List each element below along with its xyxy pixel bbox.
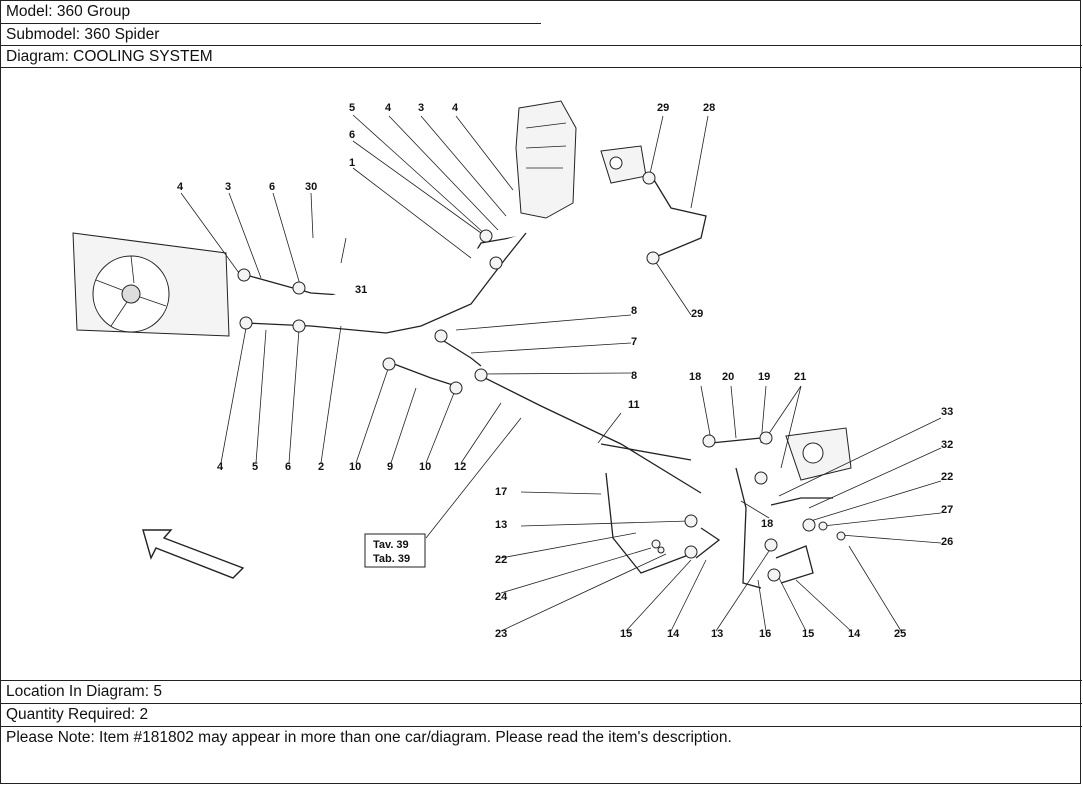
callout-number: 24 xyxy=(495,591,508,603)
callout-number: 8 xyxy=(631,370,637,382)
callout-numbers: 5 4 3 4 6 1 29 28 4 3 6 30 31 8 7 8 29 1… xyxy=(177,102,953,640)
callout-number: 10 xyxy=(419,461,431,473)
callout-number: 12 xyxy=(454,461,466,473)
callout-number: 4 xyxy=(177,181,184,193)
callout-number: 25 xyxy=(894,628,906,640)
cooling-system-diagram: Tav. 39 Tab. 39 5 4 3 4 6 1 29 28 4 3 6 … xyxy=(72,100,953,640)
callout-number: 6 xyxy=(285,461,291,473)
callout-number: 11 xyxy=(628,399,640,411)
callout-number: 18 xyxy=(689,371,701,383)
callout-number: 22 xyxy=(495,554,507,566)
callout-number: 28 xyxy=(703,102,715,114)
callout-number: 9 xyxy=(387,461,393,473)
callout-number: 29 xyxy=(657,102,669,114)
thermostat-valve-illustration xyxy=(600,145,647,184)
callout-number: 20 xyxy=(722,371,734,383)
diagram-area: Tav. 39 Tab. 39 5 4 3 4 6 1 29 28 4 3 6 … xyxy=(1,68,1082,681)
callout-number: 7 xyxy=(631,336,637,348)
radiator-illustration xyxy=(72,232,230,337)
hose-network xyxy=(245,174,833,589)
direction-arrow xyxy=(142,529,245,579)
callout-number: 4 xyxy=(385,102,392,114)
location-row: Location In Diagram: 5 xyxy=(1,681,1082,704)
callout-number: 15 xyxy=(802,628,814,640)
callout-number: 32 xyxy=(941,439,953,451)
callout-number: 13 xyxy=(495,519,507,531)
callout-number: 5 xyxy=(252,461,258,473)
reference-box-line2: Tab. 39 xyxy=(373,553,410,565)
callout-number: 2 xyxy=(318,461,324,473)
callout-number: 21 xyxy=(794,371,806,383)
callout-number: 13 xyxy=(711,628,723,640)
callout-number: 17 xyxy=(495,486,507,498)
callout-number: 19 xyxy=(758,371,770,383)
callout-number: 15 xyxy=(620,628,632,640)
callout-number: 5 xyxy=(349,102,355,114)
engine-block-illustration xyxy=(515,100,577,219)
callout-number: 3 xyxy=(225,181,231,193)
callout-number: 26 xyxy=(941,536,953,548)
note-row: Please Note: Item #181802 may appear in … xyxy=(6,729,732,746)
hose-clamps xyxy=(237,171,846,582)
quantity-row: Quantity Required: 2 xyxy=(1,704,1082,727)
model-row-divider xyxy=(1,23,541,24)
callout-number: 6 xyxy=(349,129,355,141)
callout-number: 29 xyxy=(691,308,703,320)
callout-number: 14 xyxy=(848,628,861,640)
callout-number: 6 xyxy=(269,181,275,193)
callout-number: 16 xyxy=(759,628,771,640)
callout-number: 31 xyxy=(355,284,367,296)
callout-number: 14 xyxy=(667,628,680,640)
diagram-title-row: Diagram: COOLING SYSTEM xyxy=(1,46,1082,68)
pump-housing-illustration xyxy=(785,427,852,481)
model-row: Model: 360 Group xyxy=(6,3,131,20)
callout-number: 3 xyxy=(418,102,424,114)
submodel-row: Submodel: 360 Spider xyxy=(1,24,1082,46)
reference-box-line1: Tav. 39 xyxy=(373,539,409,551)
callout-number: 33 xyxy=(941,406,953,418)
callout-number: 18 xyxy=(761,518,773,530)
callout-number: 1 xyxy=(349,157,355,169)
reference-box: Tav. 39 Tab. 39 xyxy=(364,533,426,568)
callout-number: 8 xyxy=(631,305,637,317)
callout-number: 27 xyxy=(941,504,953,516)
callout-number: 22 xyxy=(941,471,953,483)
callout-number: 10 xyxy=(349,461,361,473)
callout-number: 23 xyxy=(495,628,507,640)
callout-leader-lines xyxy=(180,114,942,632)
callout-number: 4 xyxy=(452,102,459,114)
callout-number: 4 xyxy=(217,461,224,473)
callout-number: 30 xyxy=(305,181,317,193)
